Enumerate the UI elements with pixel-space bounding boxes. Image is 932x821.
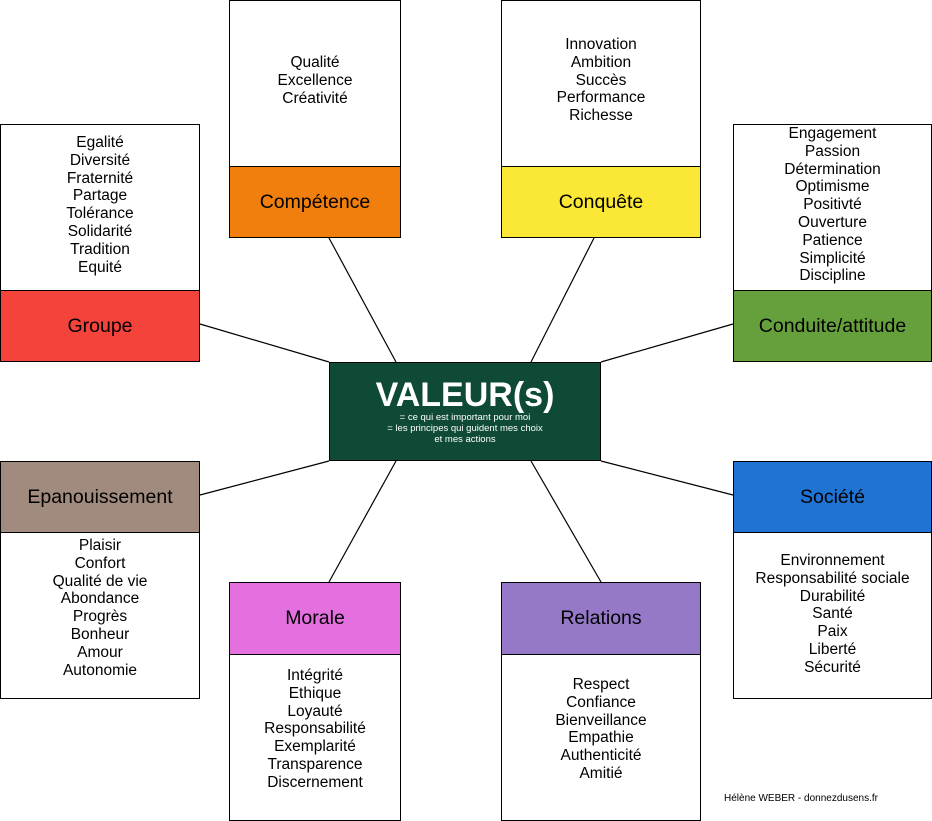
- value-item: Optimisme: [795, 178, 870, 196]
- value-item: Positivté: [803, 196, 862, 214]
- conquete-values-list: Innovation Ambition Succès Performance R…: [501, 36, 701, 125]
- value-item: Confiance: [566, 693, 636, 711]
- value-item: Progrès: [72, 608, 128, 626]
- connector-societe: [600, 460, 734, 496]
- value-item: Qualité: [290, 54, 340, 71]
- category-competence: Compétence: [229, 166, 401, 238]
- value-item: Qualité de vie: [52, 572, 148, 590]
- value-item: Détermination: [784, 160, 881, 178]
- category-morale: Morale: [229, 582, 401, 655]
- category-societe: Société: [733, 461, 932, 533]
- category-groupe: Groupe: [0, 290, 200, 362]
- value-item: Equité: [78, 258, 122, 276]
- relations-values-list: Respect Confiance Bienveillance Empathie…: [501, 676, 701, 783]
- competence-values-list: Qualité Excellence Créativité: [229, 54, 401, 107]
- value-item: Fraternité: [66, 169, 134, 187]
- value-item: Sécurité: [804, 658, 861, 676]
- value-item: Patience: [802, 231, 863, 249]
- central-definition-line: et mes actions: [434, 434, 496, 445]
- value-item: Environnement: [780, 552, 885, 569]
- central-node: VALEUR(s) = ce qui est important pour mo…: [329, 362, 601, 461]
- value-item: Abondance: [60, 590, 140, 608]
- value-item: Confort: [74, 554, 126, 572]
- value-item: Authenticité: [560, 747, 642, 765]
- value-item: Discipline: [799, 267, 866, 285]
- value-item: Autonomie: [62, 661, 138, 679]
- connector-epanouissement: [199, 460, 330, 496]
- epanouissement-values-list: Plaisir Confort Qualité de vie Abondance…: [0, 537, 200, 679]
- value-item: Responsabilité sociale: [755, 569, 910, 587]
- value-item: Ouverture: [798, 213, 867, 231]
- value-item: Excellence: [277, 71, 353, 89]
- morale-values-list: Intégrité Ethique Loyauté Responsabilité…: [229, 667, 401, 792]
- value-item: Plaisir: [78, 537, 122, 554]
- value-item: Passion: [804, 142, 861, 160]
- value-item: Respect: [572, 676, 630, 693]
- value-item: Responsabilité: [264, 720, 366, 738]
- groupe-values-list: Egalité Diversité Fraternité Partage Tol…: [0, 134, 200, 276]
- value-item: Simplicité: [799, 249, 866, 267]
- connector-groupe: [199, 323, 330, 363]
- value-item: Tradition: [70, 240, 130, 258]
- value-item: Amour: [77, 643, 123, 661]
- value-item: Discernement: [267, 773, 363, 791]
- value-item: Exemplarité: [274, 738, 356, 756]
- category-conquete: Conquête: [501, 166, 701, 238]
- connector-conquete: [530, 237, 595, 363]
- societe-values-list: Environnement Responsabilité sociale Dur…: [733, 552, 932, 677]
- value-item: Richesse: [569, 107, 633, 125]
- value-item: Diversité: [69, 151, 131, 169]
- value-item: Innovation: [565, 36, 637, 53]
- connector-conduite: [600, 323, 734, 363]
- central-title: VALEUR(s): [375, 376, 555, 414]
- connector-relations: [530, 460, 602, 583]
- value-item: Performance: [556, 89, 646, 107]
- value-item: Ambition: [570, 53, 632, 71]
- category-relations: Relations: [501, 582, 701, 655]
- value-item: Amitié: [579, 764, 623, 782]
- value-item: Intégrité: [286, 667, 343, 684]
- value-item: Santé: [812, 605, 853, 623]
- value-item: Transparence: [267, 755, 363, 773]
- connector-competence: [328, 237, 397, 363]
- value-item: Durabilité: [799, 587, 866, 605]
- central-definition-line: = les principes qui guident mes choix: [387, 423, 543, 434]
- value-item: Egalité: [76, 134, 124, 151]
- value-item: Tolérance: [66, 205, 134, 223]
- value-item: Ethique: [288, 684, 342, 702]
- central-definition-line: = ce qui est important pour moi: [399, 412, 531, 423]
- author-credit: Hélène WEBER - donnezdusens.fr: [724, 793, 878, 804]
- value-item: Partage: [72, 187, 128, 205]
- value-item: Bienveillance: [555, 711, 647, 729]
- value-item: Paix: [817, 623, 848, 641]
- value-item: Loyauté: [287, 702, 343, 720]
- category-epanouissement: Epanouissement: [0, 461, 200, 533]
- category-conduite: Conduite/attitude: [733, 290, 932, 362]
- value-item: Créativité: [282, 89, 348, 107]
- value-item: Succès: [575, 71, 627, 89]
- value-item: Empathie: [568, 729, 634, 747]
- conduite-values-list: Engagement Passion Détermination Optimis…: [733, 125, 932, 285]
- value-item: Solidarité: [67, 222, 133, 240]
- connector-morale: [328, 460, 397, 583]
- value-item: Bonheur: [70, 625, 130, 643]
- value-item: Liberté: [808, 640, 857, 658]
- value-item: Engagement: [788, 125, 877, 142]
